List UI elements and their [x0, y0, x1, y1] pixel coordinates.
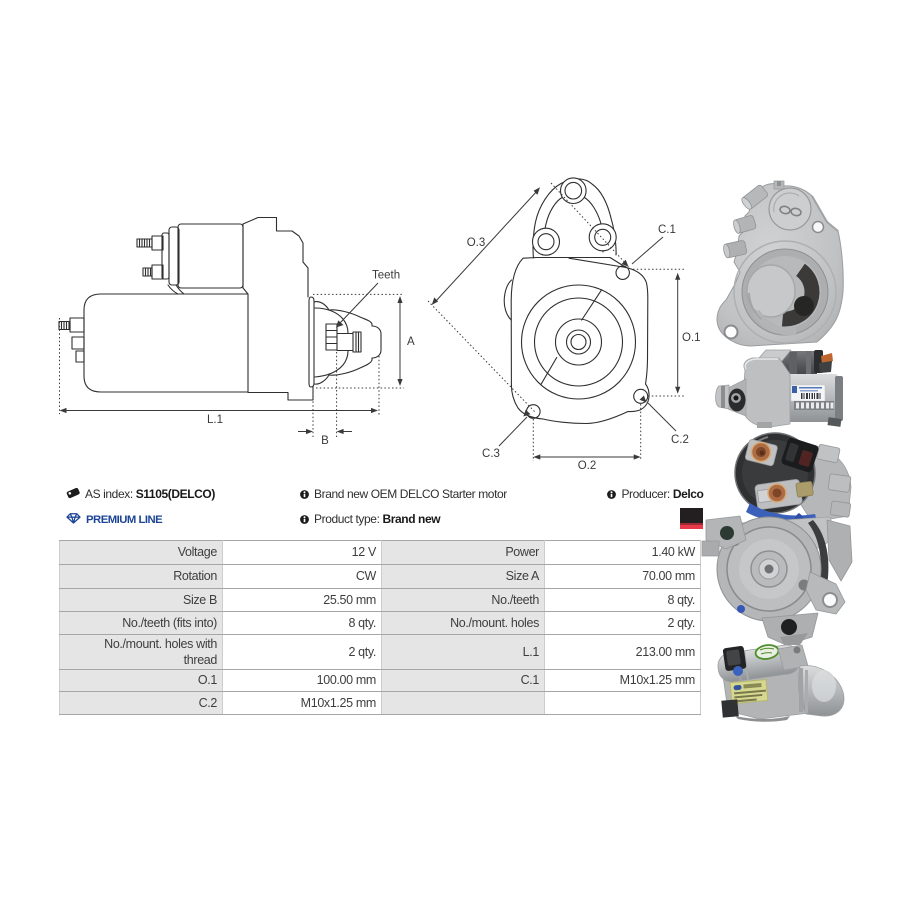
svg-text:C.3: C.3 — [482, 448, 500, 460]
svg-text:O.1: O.1 — [682, 332, 701, 344]
svg-text:Teeth: Teeth — [372, 270, 400, 282]
svg-text:C.1: C.1 — [658, 224, 676, 236]
svg-text:O.2: O.2 — [578, 460, 597, 472]
svg-text:A: A — [407, 336, 415, 348]
svg-text:O.3: O.3 — [467, 237, 486, 249]
svg-text:L.1: L.1 — [207, 414, 223, 426]
svg-text:B: B — [321, 435, 329, 447]
svg-text:C.2: C.2 — [671, 434, 689, 446]
